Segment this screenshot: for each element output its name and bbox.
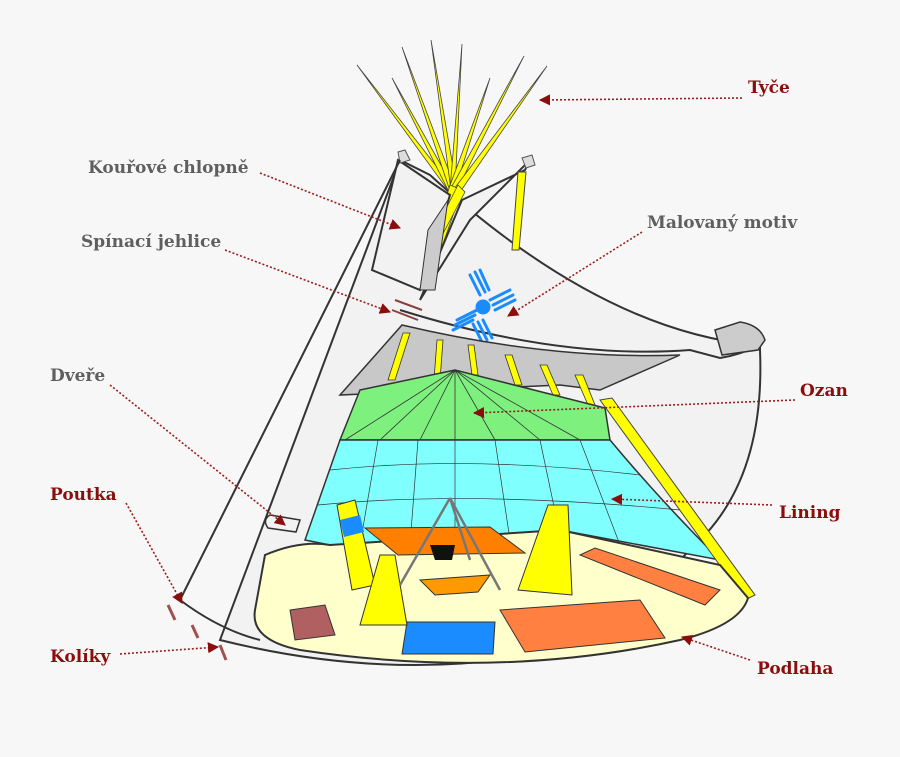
cover-edge (179, 159, 401, 601)
leader-lines (109, 94, 796, 661)
label-dvere: Dveře (50, 366, 106, 386)
ozan-lines (344, 369, 581, 441)
pegs-icon (166, 604, 228, 661)
label-tyce: Tyče (748, 78, 790, 98)
label-spinaci-jehlice: Spínací jehlice (81, 232, 222, 252)
lacing-pins (391, 299, 423, 321)
label-ozan: Ozan (800, 381, 848, 401)
smoke-flaps (370, 149, 536, 301)
poles-icon (356, 39, 548, 263)
label-malovany-motiv: Malovaný motiv (647, 213, 798, 233)
inner-poles (387, 332, 596, 406)
label-lining: Lining (779, 503, 841, 523)
label-poutka: Poutka (50, 485, 117, 505)
label-koliky: Kolíky (50, 647, 111, 667)
flap-corner (714, 321, 766, 356)
label-kourove-chlopne: Kouřové chlopně (88, 158, 249, 178)
label-podlaha: Podlaha (757, 659, 834, 679)
front-pole (599, 397, 756, 601)
painted-motif-icon (451, 268, 517, 344)
interior-furnishings (289, 497, 721, 655)
